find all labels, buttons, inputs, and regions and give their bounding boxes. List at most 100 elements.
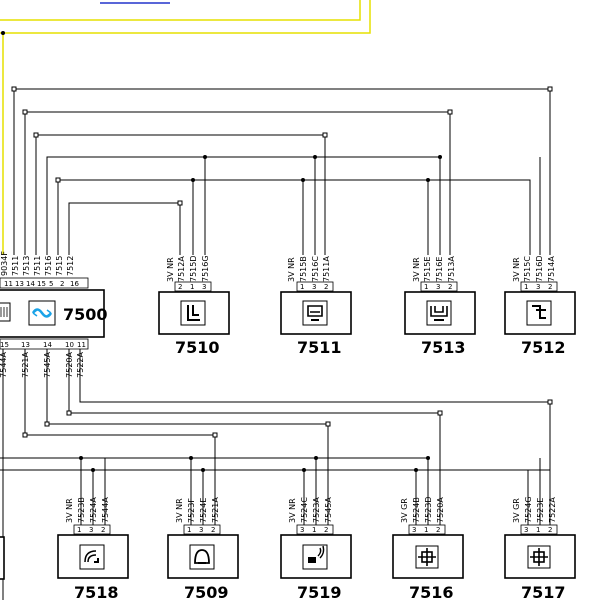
sensor-id: 7517 [521, 583, 566, 602]
wire-label: 7516D [535, 255, 544, 282]
wire-label: 7513A [447, 256, 456, 282]
wire-label: 7515C [523, 256, 532, 282]
sensor-id: 7509 [184, 583, 229, 602]
sensor-7510[interactable]: 3V NR 7512A 7515D 7516G 2 1 3 7510 [158, 255, 230, 357]
wire-label: 3V NR [412, 257, 421, 282]
wire-label: 7511 [33, 256, 42, 276]
wiring-layer [0, 0, 553, 600]
connector-labels: 3V NR 7515B 7516C 7511A [287, 256, 331, 282]
wire-label: 7524E [199, 498, 208, 523]
sensor-7513[interactable]: 3V NR 7515E 7516E 7513A 1 3 2 7513 [404, 256, 476, 357]
pin-number: 3 [436, 283, 440, 291]
wire-route [46, 156, 441, 255]
ecu-top-pin: 5 [49, 280, 53, 288]
sensor-7519[interactable]: 3V NR 7524C 7523A 7545A 3 1 2 7519 [280, 497, 352, 602]
pin-number: 3 [524, 526, 528, 534]
wire-route [35, 134, 326, 255]
sensor-7511[interactable]: 3V NR 7515B 7516C 7511A 1 3 2 7511 [280, 256, 352, 357]
wire-label: 7520A [436, 497, 445, 523]
ecu-top-pin: 2 [60, 280, 64, 288]
sensor-7518[interactable]: 3V NR 7523B 7524A 7544A 1 3 2 7518 [57, 497, 129, 602]
wire-label: 7544A [0, 351, 8, 377]
wire-route [57, 179, 531, 255]
wire-label: 3V GR [400, 498, 409, 523]
ecu-bottom-pin: 15 [0, 341, 9, 349]
wire-route [13, 88, 551, 255]
pin-number: 2 [178, 283, 182, 291]
connector-labels: 3V NR 7523F 7524E 7521A [175, 497, 220, 523]
wire-label: 7521A [211, 497, 220, 523]
wire-label: 7515B [299, 256, 308, 282]
wire-label: 7513 [22, 256, 31, 276]
sensor-7512[interactable]: 3V NR 7515C 7516D 7514A 1 3 2 7512 [504, 255, 576, 357]
pin-number: 2 [448, 283, 452, 291]
sensor-id: 7519 [297, 583, 342, 602]
pin-number: 3 [202, 283, 206, 291]
wire-label: 7511A [322, 256, 331, 282]
motor-icon [527, 545, 551, 569]
pin-number: 3 [536, 283, 540, 291]
wire-label: 7511 [11, 256, 20, 276]
wire-label: 7522A [76, 351, 85, 377]
wire-label: 7544A [101, 497, 110, 523]
wire-label: 3V NR [288, 498, 297, 523]
connector-labels: 3V NR 7523B 7524A 7544A [65, 497, 110, 523]
sensor-id: 7510 [175, 338, 220, 357]
wire-label: 7515D [189, 255, 198, 282]
feed-wire [0, 0, 361, 21]
pin-number: 3 [89, 526, 93, 534]
feed-wire [0, 0, 371, 34]
ecu-bottom-pin: 10 [65, 341, 74, 349]
ecu-top-pin: 11 [4, 280, 13, 288]
pin-number: 2 [211, 526, 215, 534]
pin-number: 2 [548, 526, 552, 534]
connector-labels: 3V NR 7515E 7516E 7513A [412, 256, 456, 282]
sensor-7516[interactable]: 3V GR 7524B 7523D 7520A 3 1 2 7516 [392, 496, 464, 602]
wire-label: 7515E [423, 257, 432, 282]
pin-number: 1 [190, 283, 194, 291]
sensor-7509[interactable]: 3V NR 7523F 7524E 7521A 1 3 2 7509 [167, 497, 239, 602]
side-sensor-icon [180, 300, 206, 326]
pin-number: 2 [436, 526, 440, 534]
ecu-bottom-pin: 11 [77, 341, 86, 349]
sensor-id: 7511 [297, 338, 342, 357]
pin-number: 2 [101, 526, 105, 534]
pin-number: 2 [548, 283, 552, 291]
wire-label: 7524G [524, 496, 533, 523]
pin-number: 2 [324, 283, 328, 291]
wire-label: 7524A [89, 497, 98, 523]
wire-label: 7524C [300, 497, 309, 523]
wire-label: 3V NR [512, 257, 521, 282]
ecu-top-pin: 13 [15, 280, 24, 288]
wire-label: 7512 [66, 256, 75, 276]
wave-sensor-icon [79, 544, 105, 570]
offscreen-module [0, 536, 5, 580]
wire-label: 7516 [44, 256, 53, 276]
sensor-id: 7516 [409, 583, 454, 602]
pin-number: 3 [412, 526, 416, 534]
connector-labels: 3V NR 7512A 7515D 7516G [166, 255, 210, 282]
wire-label: 7512A [177, 256, 186, 282]
wire-label: 3V NR [287, 257, 296, 282]
ecu-connector-bottom: 15 13 14 10 11 [0, 338, 89, 350]
wire-label: 7523D [424, 496, 433, 523]
wire-label: 7516E [435, 257, 444, 282]
wire-route [24, 345, 216, 525]
pin-number: 1 [536, 526, 540, 534]
ecu-top-pin: 16 [70, 280, 79, 288]
wire-label: 7521A [21, 351, 30, 377]
wire-route [68, 202, 181, 255]
wire-label: 7520A [65, 351, 74, 377]
wire-label: 7523F [187, 498, 196, 523]
ecu-housing [0, 289, 105, 338]
pin-number: 1 [424, 283, 428, 291]
pin-number: 1 [300, 283, 304, 291]
wire-label: 7523B [77, 497, 86, 523]
wire-route [24, 111, 451, 255]
wire-label: 3V NR [175, 498, 184, 523]
pin-number: 2 [324, 526, 328, 534]
ecu-7500[interactable]: 11 13 14 15 5 2 16 9034F 7511 7513 7511 … [0, 251, 108, 378]
rear-sensor-icon [526, 300, 552, 326]
sensor-7517[interactable]: 3V GR 7524G 7523E 7522A 3 1 2 7517 [504, 496, 576, 602]
wire-label: 7516G [201, 255, 210, 282]
